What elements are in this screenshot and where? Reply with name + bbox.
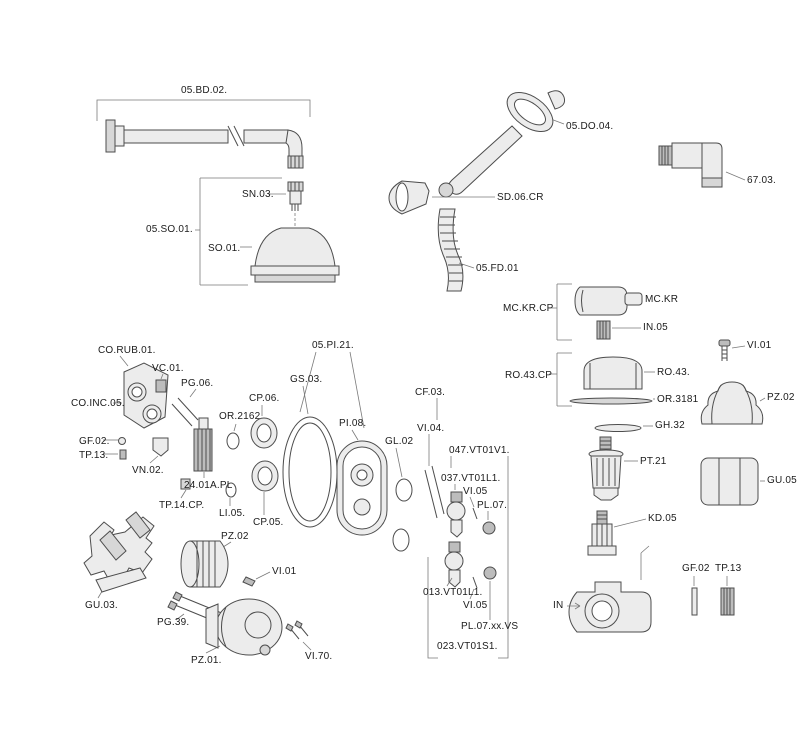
- part-label-67-03: 67.03.: [747, 175, 777, 186]
- part-label-or-2162: OR.2162: [219, 411, 261, 422]
- part-label-so-01: SO.01.: [208, 243, 241, 254]
- part-label-vi-01-right: VI.01: [747, 340, 772, 351]
- wall-bracket-gu03-drawing: [83, 511, 155, 599]
- part-label-vi-05-upper: VI.05: [463, 486, 488, 497]
- part-label-gu-05: GU.05: [767, 475, 797, 486]
- part-label-023-vt01s1: 023.VT01S1.: [437, 641, 498, 652]
- wall-union-drawing: [658, 142, 746, 188]
- part-label-cp-05: CP.05.: [253, 517, 284, 528]
- part-label-co-inc-05: CO.INC.05.: [71, 398, 125, 409]
- part-label-vn-02: VN.02.: [132, 465, 164, 476]
- part-label-tp-14-cp: TP.14.CP.: [159, 500, 205, 511]
- cartridge-pt21-drawing: [588, 436, 638, 501]
- part-label-gf-02-right: GF.02: [682, 563, 710, 574]
- part-label-pz-01: PZ.01.: [191, 655, 222, 666]
- part-label-in: IN: [553, 600, 564, 611]
- seals-gf02-tp13-drawing: [691, 576, 735, 616]
- part-label-pl-07-xx-vs: PL.07.xx.VS: [461, 621, 519, 632]
- part-label-kd-05: KD.05: [648, 513, 677, 524]
- overhead-shower-drawing: [195, 177, 340, 286]
- part-label-pt-21: PT.21: [640, 456, 667, 467]
- part-label-047-vt01v1: 047.VT01V1.: [449, 445, 510, 456]
- part-label-gs-03: GS.03.: [290, 374, 323, 385]
- part-label-037-vt01l1: 037.VT01L1.: [441, 473, 501, 484]
- part-label-05-bd-02: 05.BD.02.: [181, 85, 228, 96]
- part-label-cp-06: CP.06.: [249, 393, 280, 404]
- valve-body-in-drawing: [567, 545, 652, 633]
- round-escutcheon-drawing: [549, 352, 655, 407]
- part-label-05-fd-01: 05.FD.01: [476, 263, 519, 274]
- knob-pz02-left-drawing: [180, 540, 232, 588]
- oval-plate-drawing: [299, 351, 388, 536]
- part-label-pi-08: PI.08.: [339, 418, 367, 429]
- part-label-pz-02-left: PZ.02: [221, 531, 249, 542]
- part-label-co-rub-01: CO.RUB.01.: [98, 345, 156, 356]
- part-label-gh-32: GH.32: [655, 420, 685, 431]
- part-label-05-so-01: 05.SO.01.: [146, 224, 193, 235]
- part-label-gl-02: GL.02: [385, 436, 414, 447]
- diverter-knob-drawing: [548, 283, 643, 341]
- part-label-mc-kr-cp: MC.KR.CP: [503, 303, 554, 314]
- part-label-ro-43: RO.43.: [657, 367, 690, 378]
- part-label-gu-03: GU.03.: [85, 600, 118, 611]
- shower-arm-drawing: [96, 99, 311, 169]
- thermo-group-drawing: [424, 398, 509, 659]
- cp-rings-drawing: [250, 405, 279, 515]
- part-label-05-pi-21: 05.PI.21.: [312, 340, 354, 351]
- screws-vi70-drawing: [285, 620, 312, 651]
- part-label-ro-43-cp: RO.43.CP: [505, 370, 553, 381]
- part-label-013-vt01l1: 013.VT01L1.: [423, 587, 483, 598]
- part-label-gf-02: GF.02.: [79, 436, 110, 447]
- part-label-tp-13: TP.13.: [79, 450, 109, 461]
- screw-vi01-right-drawing: [718, 339, 746, 361]
- part-label-cf-03: CF.03.: [415, 387, 446, 398]
- part-label-li-05: LI.05.: [219, 508, 246, 519]
- mixer-body-cluster-drawing: [103, 355, 240, 506]
- part-label-vc-01: VC.01.: [152, 363, 184, 374]
- knob-pz02-right-drawing: [700, 381, 766, 425]
- part-label-vi-01-left: VI.01: [272, 566, 297, 577]
- part-label-pz-02-right: PZ.02: [767, 392, 795, 403]
- part-label-pg-06: PG.06.: [181, 378, 214, 389]
- part-label-pg-39: PG.39.: [157, 617, 190, 628]
- guide-gu05-drawing: [700, 457, 765, 506]
- valve-pz01-drawing: [205, 598, 283, 656]
- part-label-sn-03: SN.03.: [242, 189, 274, 200]
- oval-gasket-drawing: [282, 385, 338, 528]
- ring-gh32-drawing: [594, 424, 653, 432]
- part-label-sd-06-cr: SD.06.CR: [497, 192, 544, 203]
- part-label-05-do-04: 05.DO.04.: [566, 121, 614, 132]
- part-label-in-05: IN.05: [643, 322, 668, 333]
- gl02-rings-drawing: [392, 447, 413, 552]
- part-label-vi-70: VI.70.: [305, 651, 333, 662]
- part-label-pl-07: PL.07.: [477, 500, 508, 511]
- hand-shower-drawing: [388, 90, 566, 292]
- part-label-tp-13-right: TP.13: [715, 563, 742, 574]
- cartridge-kd05-drawing: [587, 510, 647, 556]
- part-label-vi-05-lower: VI.05: [463, 600, 488, 611]
- screw-vi01-left-drawing: [242, 571, 271, 587]
- part-label-or-3181: OR.3181: [657, 394, 699, 405]
- part-label-mc-kr: MC.KR: [645, 294, 679, 305]
- part-label-vi-04: VI.04.: [417, 423, 445, 434]
- part-label-24-01a-pl: 24.01A.PL: [184, 480, 233, 491]
- screws-pg39-drawing: [167, 591, 225, 624]
